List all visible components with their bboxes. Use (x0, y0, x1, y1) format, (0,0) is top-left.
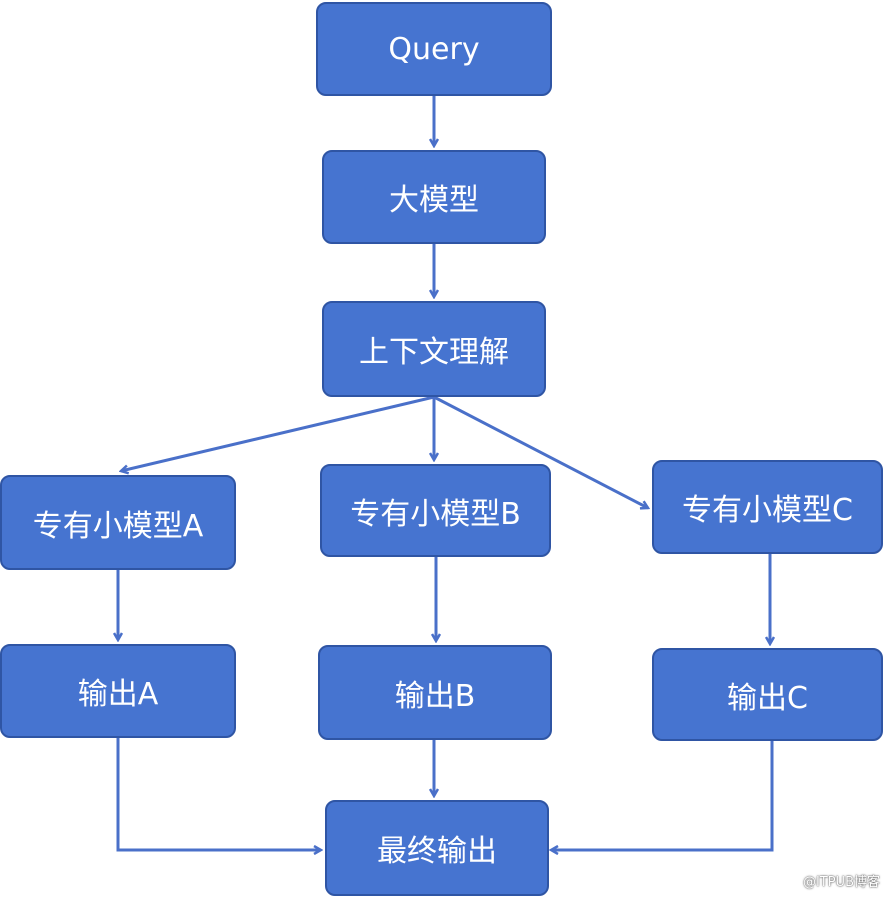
model-b-label: 专有小模型B (350, 496, 521, 532)
edge-output-c-to-final (551, 741, 774, 850)
output-a-node: 输出A (0, 644, 236, 738)
output-b-label: 输出B (394, 678, 476, 714)
context-understanding-label: 上下文理解 (359, 335, 509, 370)
final-output-node: 最终输出 (325, 800, 549, 896)
llm-node-label: 大模型 (389, 183, 479, 218)
watermark-text: @ITPUB博客 (802, 875, 880, 890)
model-c-node: 专有小模型C (652, 460, 883, 554)
output-c-node: 输出C (652, 648, 883, 741)
edge-output-a-to-final (116, 738, 321, 850)
edge-context-to-model-a (121, 395, 435, 471)
output-c-label: 输出C (727, 680, 808, 716)
output-b-node: 输出B (318, 645, 552, 740)
output-a-label: 输出A (77, 677, 159, 712)
final-output-label: 最终输出 (377, 834, 497, 869)
model-c-label: 专有小模型C (682, 493, 853, 528)
edge-context-to-model-c (433, 395, 648, 508)
llm-node: 大模型 (322, 150, 546, 244)
query-node-label: Query (388, 31, 480, 67)
model-a-label: 专有小模型A (32, 508, 204, 544)
model-a-node: 专有小模型A (0, 475, 236, 570)
query-node: Query (316, 2, 552, 96)
model-b-node: 专有小模型B (320, 464, 551, 557)
context-understanding-node: 上下文理解 (322, 301, 546, 397)
